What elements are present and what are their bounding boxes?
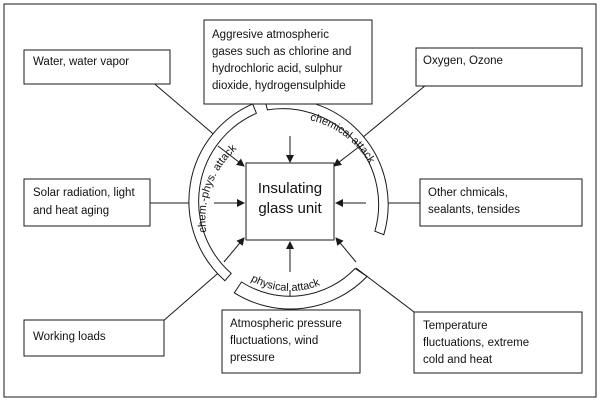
box-pressure-line1: Atmospheric pressure bbox=[230, 318, 342, 330]
box-other-chem-line1: Other chmicals, bbox=[428, 187, 508, 199]
connector-working bbox=[161, 267, 225, 323]
box-pressure-line3: pressure bbox=[230, 352, 275, 364]
box-water: Water, water vapor bbox=[23, 49, 171, 85]
center-label-line1: Insulating bbox=[258, 180, 322, 197]
box-solar-line1: Solar radiation, light bbox=[33, 187, 135, 199]
box-gases-line1: Aggresive atmospheric bbox=[212, 29, 329, 41]
box-other-chemicals: Other chmicals, sealants, tensides bbox=[419, 178, 583, 227]
box-gases: Aggresive atmospheric gases such as chlo… bbox=[203, 19, 373, 105]
box-oxygen-line1: Oxygen, Ozone bbox=[423, 55, 503, 67]
connector-water bbox=[149, 79, 219, 139]
box-working-line1: Working loads bbox=[33, 331, 106, 343]
box-temperature-line2: fluctuations, extreme bbox=[423, 337, 529, 349]
box-gases-line4: dioxide, hydrogensulphide bbox=[212, 80, 346, 92]
arrow-oxygen bbox=[333, 145, 361, 167]
box-atmospheric-pressure: Atmospheric pressure fluctuations, wind … bbox=[221, 309, 361, 374]
box-gases-line3: hydrochloric acid, sulphur bbox=[212, 63, 343, 75]
box-working-loads: Working loads bbox=[23, 319, 165, 357]
box-gases-line2: gases such as chlorine and bbox=[212, 46, 351, 58]
box-oxygen: Oxygen, Ozone bbox=[415, 47, 583, 87]
arrow-working bbox=[223, 237, 245, 263]
box-pressure-line2: fluctuations, wind bbox=[230, 335, 318, 347]
box-water-line1: Water, water vapor bbox=[33, 56, 129, 68]
box-temperature-line3: cold and heat bbox=[423, 354, 493, 366]
arc-chem-phys-attack bbox=[188, 103, 258, 282]
arc-physical-attack bbox=[233, 267, 368, 310]
box-solar-line2: and heat aging bbox=[33, 205, 109, 217]
center-label-line2: glass unit bbox=[258, 200, 322, 217]
connector-oxygen bbox=[361, 79, 433, 139]
box-solar: Solar radiation, light and heat aging bbox=[23, 178, 151, 227]
insulating-glass-unit-box bbox=[245, 162, 335, 241]
arc-chemical-attack bbox=[264, 98, 389, 236]
box-other-chem-line2: sealants, tensides bbox=[428, 204, 520, 216]
arrow-temperature bbox=[335, 237, 357, 263]
arrow-water bbox=[217, 145, 245, 167]
box-temperature-line1: Temperature bbox=[423, 320, 488, 332]
box-temperature: Temperature fluctuations, extreme cold a… bbox=[413, 311, 583, 374]
